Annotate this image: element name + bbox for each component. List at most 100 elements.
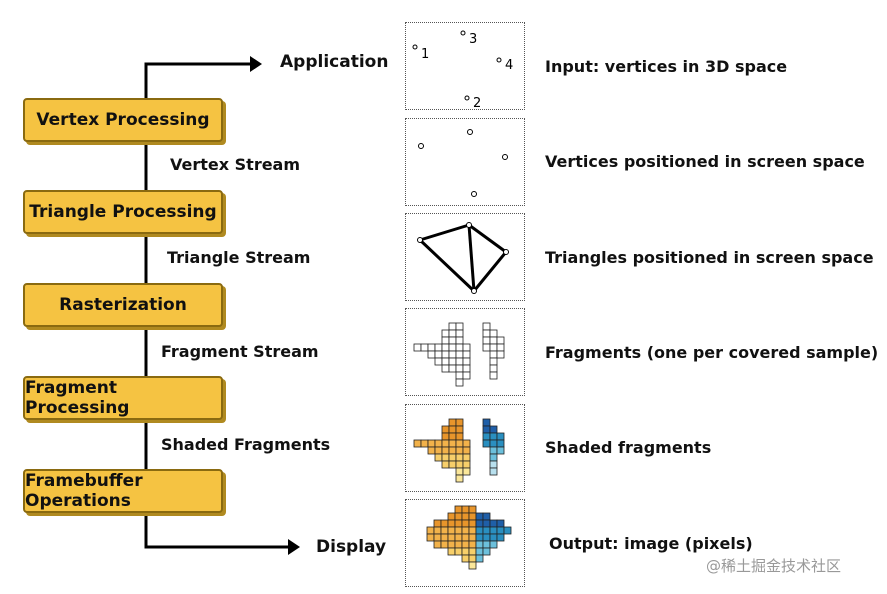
fragment-cell [448,329,457,338]
desc-screen-vertices: Vertices positioned in screen space [545,152,865,171]
fragment-cell [462,460,471,469]
fragment-cell [455,467,464,476]
fragment-cell [454,533,463,542]
fragment-cell [441,350,450,359]
fragment-cell [489,526,498,535]
fragment-cell [496,533,505,542]
fragment-cell [462,439,471,448]
panel-fragments [405,308,525,396]
fragment-cell [448,336,457,345]
output-image-plot [426,505,512,570]
input-vertices-plot: 1 2 3 4 [412,30,513,111]
fragment-cell [475,554,484,563]
fragment-cell [475,533,484,542]
fragment-cell [448,364,457,373]
fragment-cell [496,526,505,535]
fragment-cell [441,453,450,462]
fragment-cell [462,357,471,366]
stage-rasterization: Rasterization [23,283,223,327]
fragment-cell [496,336,505,345]
display-label: Display [316,537,387,557]
fragment-cell [448,453,457,462]
fragment-cell [427,446,436,455]
fragment-cell [447,547,456,556]
fragment-cell [489,425,498,434]
fragment-cell [482,322,491,331]
fragment-cell [482,519,491,528]
stage-triangle-processing: Triangle Processing [23,190,223,234]
fragment-cell [455,364,464,373]
fragment-cell [489,439,498,448]
stream-fragment: Fragment Stream [161,342,319,361]
fragment-cell [482,512,491,521]
shaded-fragments-plot [413,418,505,483]
stream-triangle: Triangle Stream [167,248,311,267]
fragment-cell [496,343,505,352]
vertex-label-2: 2 [473,96,481,111]
stream-vertex: Vertex Stream [170,155,301,174]
fragment-cell [448,357,457,366]
fragment-cell [441,329,450,338]
fragment-cell [448,350,457,359]
fragment-cell [426,533,435,542]
fragment-cell [447,519,456,528]
display-arrow-head [288,539,300,555]
fragment-cell [441,425,450,434]
fragment-cell [462,343,471,352]
fragment-cell [482,418,491,427]
application-label: Application [280,52,389,72]
fragment-cell [489,343,498,352]
fragment-cell [496,432,505,441]
fragment-cell [441,357,450,366]
fragment-cell [447,540,456,549]
fragment-cell [489,432,498,441]
fragment-cell [448,425,457,434]
fragment-cell [426,526,435,535]
fragment-cell [489,446,498,455]
fragment-cell [461,519,470,528]
fragment-cell [448,343,457,352]
fragment-cell [433,533,442,542]
fragment-cell [475,547,484,556]
fragment-cell [468,526,477,535]
fragment-cell [468,533,477,542]
fragment-cell [455,460,464,469]
fragment-cell [468,519,477,528]
fragment-cell [462,364,471,373]
vertex-label-1: 1 [421,47,429,62]
fragment-cell [441,364,450,373]
fragment-cell [489,371,498,380]
fragment-cell [413,439,422,448]
fragment-cell [489,357,498,366]
fragment-cell [468,540,477,549]
fragment-cell [489,467,498,476]
fragment-cell [462,453,471,462]
fragment-cell [489,329,498,338]
fragment-cell [455,343,464,352]
stage-fragment-processing: Fragment Processing [23,376,223,420]
fragment-cell [440,540,449,549]
fragment-cell [441,446,450,455]
fragment-cell [433,519,442,528]
application-arrow-head [250,56,262,72]
fragment-cell [455,371,464,380]
fragment-cell [468,554,477,563]
fragment-cell [427,439,436,448]
fragment-cell [462,350,471,359]
fragment-cell [462,446,471,455]
fragment-cell [496,350,505,359]
fragment-cell [455,378,464,387]
fragment-cell [448,460,457,469]
triangles-plot [417,222,509,294]
fragment-cell [475,526,484,535]
fragment-cell [454,512,463,521]
fragment-cell [482,336,491,345]
fragment-cell [462,467,471,476]
fragment-cell [440,526,449,535]
fragment-cell [461,512,470,521]
fragment-cell [461,505,470,514]
fragment-cell [496,439,505,448]
desc-output: Output: image (pixels) [549,534,753,553]
fragment-cell [455,474,464,483]
